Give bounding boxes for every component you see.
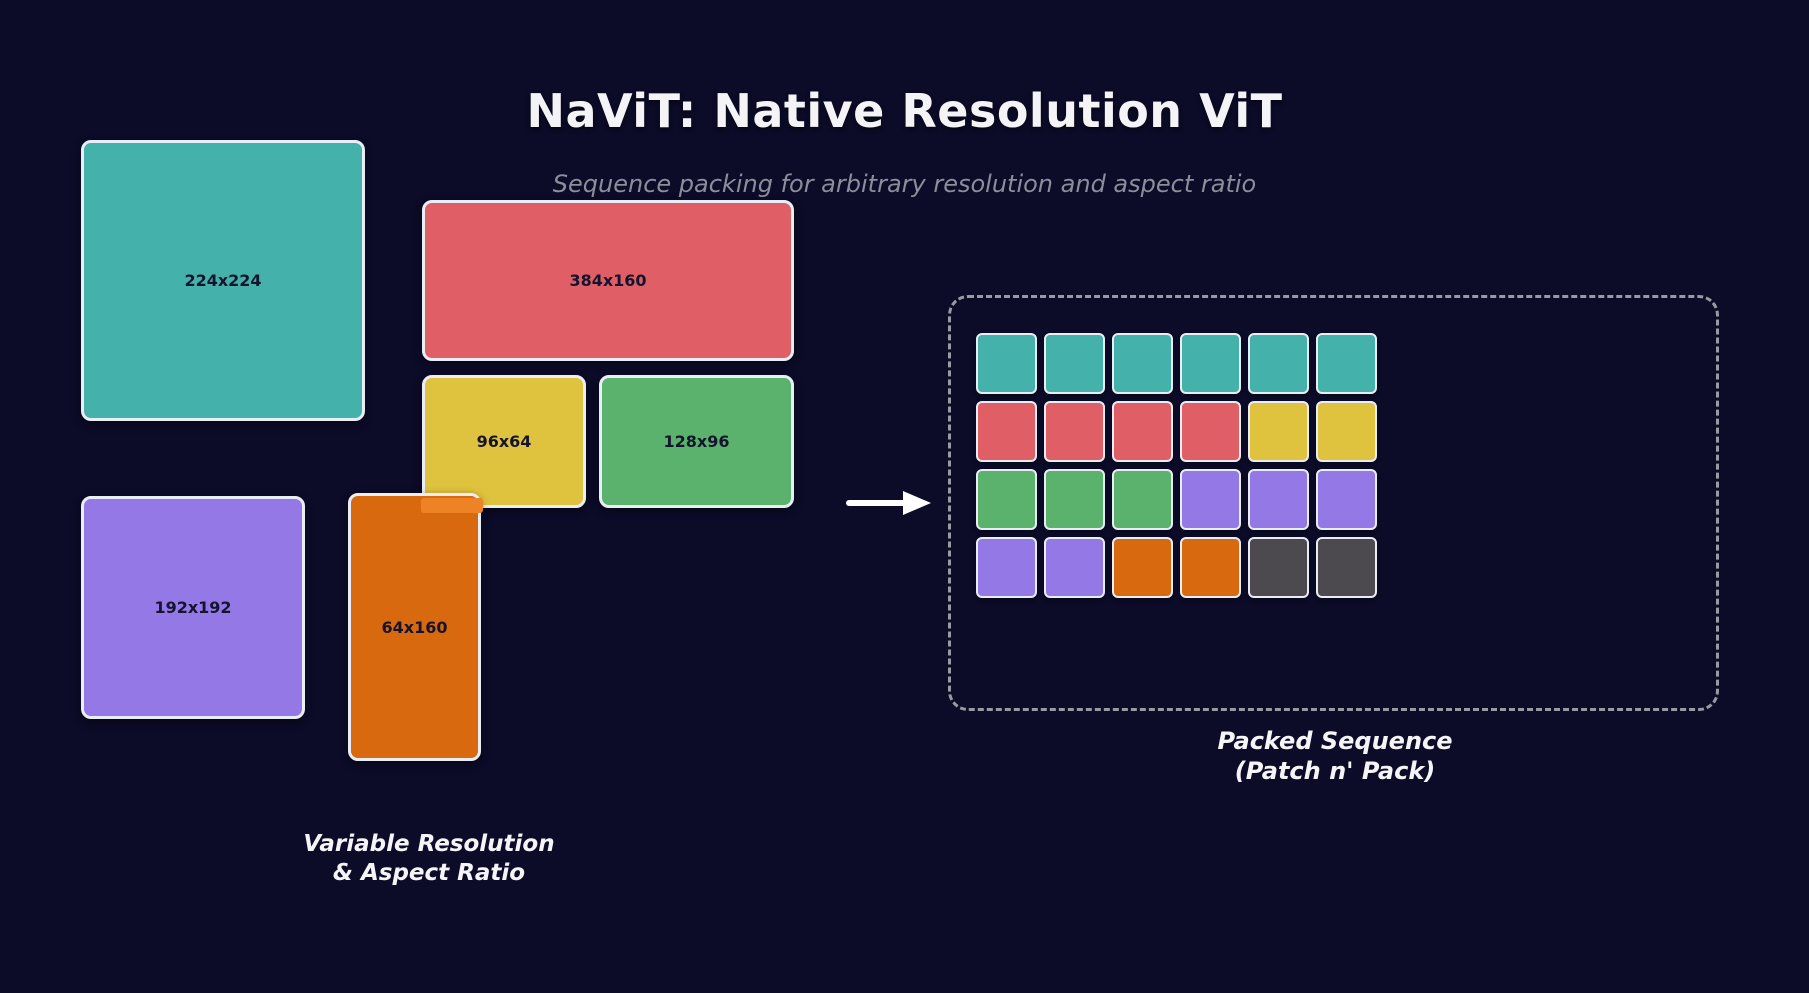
patch-cell-orange (1180, 537, 1241, 598)
patch-cell-green (1044, 469, 1105, 530)
patch-cell-green (1112, 469, 1173, 530)
right-caption: Packed Sequence (Patch n' Pack) (1085, 726, 1585, 786)
image-size-label: 192x192 (154, 598, 232, 617)
right-caption-line2: (Patch n' Pack) (1234, 757, 1436, 785)
patch-cell-green (976, 469, 1037, 530)
patch-cell-teal (1044, 333, 1105, 394)
packed-sequence-container (948, 295, 1719, 711)
left-caption-line1: Variable Resolution (303, 831, 555, 857)
image-card-96x64: 96x64 (422, 375, 586, 508)
image-card-384x160: 384x160 (422, 200, 794, 361)
patch-cell-purple (976, 537, 1037, 598)
patch-cell-purple (1316, 469, 1377, 530)
patch-cell-gray (1316, 537, 1377, 598)
image-card-128x96: 128x96 (599, 375, 794, 508)
right-caption-line1: Packed Sequence (1217, 727, 1453, 755)
arrow-right-icon (846, 491, 931, 515)
page-subtitle: Sequence packing for arbitrary resolutio… (552, 170, 1257, 198)
patch-cell-gray (1248, 537, 1309, 598)
patch-cell-orange (1112, 537, 1173, 598)
patch-cell-red (1112, 401, 1173, 462)
overlap-highlight (421, 498, 483, 513)
image-size-label: 128x96 (663, 432, 730, 451)
patch-cell-teal (1248, 333, 1309, 394)
image-card-224x224: 224x224 (81, 140, 365, 421)
patch-cell-purple (1044, 537, 1105, 598)
patch-cell-purple (1248, 469, 1309, 530)
image-size-label: 384x160 (569, 271, 647, 290)
patch-cell-teal (1316, 333, 1377, 394)
image-card-64x160: 64x160 (348, 493, 483, 761)
patch-cell-teal (1180, 333, 1241, 394)
page-title: NaViT: Native Resolution ViT (526, 84, 1283, 138)
patch-cell-red (1044, 401, 1105, 462)
patch-cell-yellow (1248, 401, 1309, 462)
patch-cell-red (1180, 401, 1241, 462)
image-size-label: 64x160 (381, 617, 448, 637)
patch-cell-teal (1112, 333, 1173, 394)
patch-cell-purple (1180, 469, 1241, 530)
left-caption-line2: & Aspect Ratio (332, 860, 526, 886)
patch-cell-red (976, 401, 1037, 462)
left-caption: Variable Resolution & Aspect Ratio (219, 830, 639, 888)
image-size-label: 96x64 (476, 432, 532, 451)
patch-cell-yellow (1316, 401, 1377, 462)
image-size-label: 224x224 (184, 271, 262, 290)
packed-grid (976, 333, 1377, 598)
image-card-192x192: 192x192 (81, 496, 305, 719)
patch-cell-teal (976, 333, 1037, 394)
